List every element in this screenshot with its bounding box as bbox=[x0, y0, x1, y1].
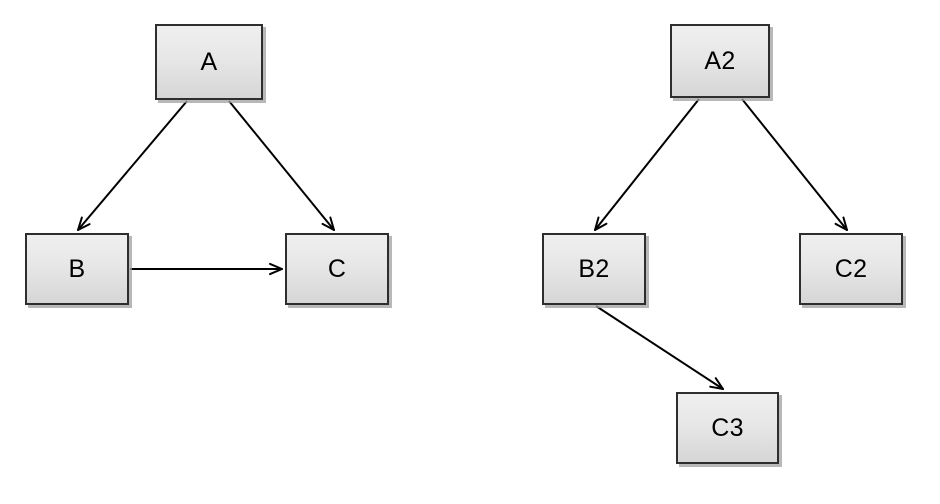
edge-a2-to-c2 bbox=[741, 98, 848, 231]
arrowhead-stroke bbox=[269, 268, 283, 276]
node-label: A bbox=[200, 47, 218, 76]
edge-b2-to-c3 bbox=[595, 305, 724, 390]
node-c3[interactable]: C3 bbox=[676, 392, 779, 464]
node-b[interactable]: B bbox=[25, 233, 129, 305]
edge-line bbox=[741, 98, 848, 231]
arrowhead-stroke bbox=[269, 262, 283, 270]
arrowhead-stroke bbox=[594, 222, 608, 231]
edge-line bbox=[594, 98, 700, 231]
edge-b-to-c bbox=[130, 262, 283, 276]
arrowhead-stroke bbox=[594, 216, 600, 231]
arrowhead-stroke bbox=[842, 216, 848, 231]
arrowhead-stroke bbox=[834, 222, 848, 231]
arrowhead-stroke bbox=[709, 385, 724, 390]
arrowhead-stroke bbox=[77, 216, 83, 231]
edge-line bbox=[228, 100, 335, 231]
node-label: C bbox=[327, 254, 347, 283]
edge-line bbox=[595, 305, 724, 390]
node-label: B2 bbox=[578, 254, 610, 283]
edge-a-to-b bbox=[77, 100, 188, 231]
node-a2[interactable]: A2 bbox=[670, 24, 770, 98]
edge-line bbox=[77, 100, 188, 231]
node-label: A2 bbox=[704, 46, 736, 75]
node-b2[interactable]: B2 bbox=[542, 233, 646, 305]
arrowhead-stroke bbox=[77, 223, 91, 231]
arrowhead-stroke bbox=[714, 377, 724, 390]
arrowhead-stroke bbox=[321, 222, 335, 231]
node-a[interactable]: A bbox=[155, 24, 263, 100]
node-label: C2 bbox=[834, 254, 868, 283]
node-c[interactable]: C bbox=[285, 233, 389, 305]
edge-a-to-c bbox=[228, 100, 335, 231]
node-label: B bbox=[68, 254, 86, 283]
edge-a2-to-b2 bbox=[594, 98, 700, 231]
arrowhead-stroke bbox=[329, 216, 335, 231]
node-label: C3 bbox=[711, 413, 744, 442]
node-c2[interactable]: C2 bbox=[799, 233, 903, 305]
